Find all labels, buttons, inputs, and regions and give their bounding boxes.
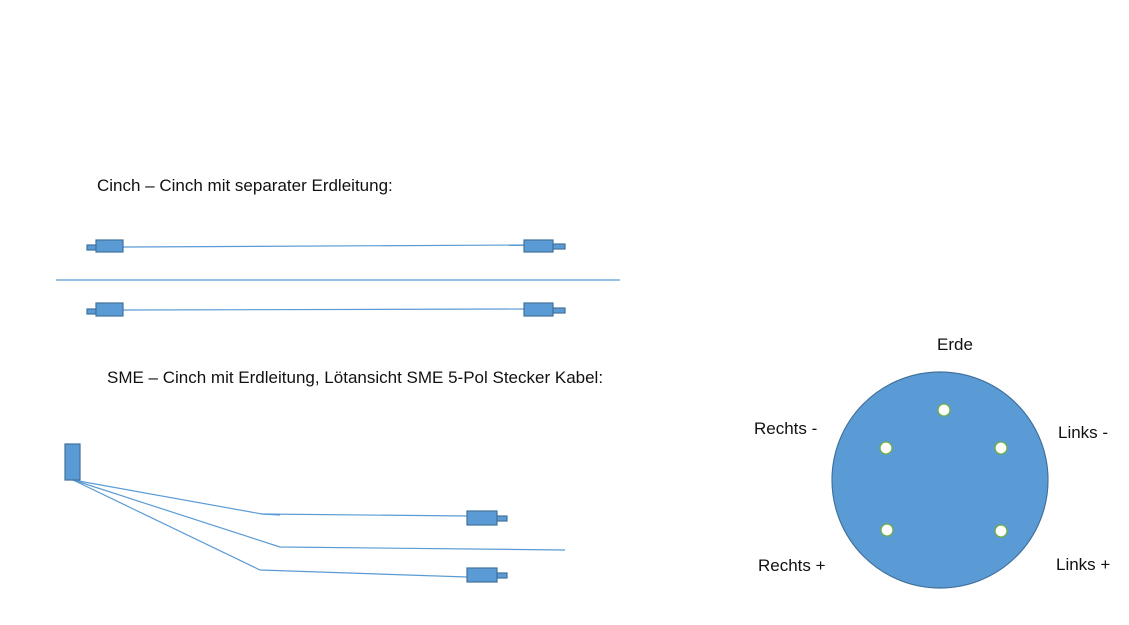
cinch-plug: [523, 302, 554, 317]
cinch-plug: [95, 302, 124, 317]
cinch-plug-tip: [496, 515, 508, 522]
cinch-plug-tip: [86, 244, 97, 251]
cinch-plug-tip: [86, 308, 97, 315]
cinch-wire-top: [122, 244, 525, 248]
pin-label-rechts-minus: Rechts -: [754, 419, 818, 438]
sme-wire-1: [72, 479, 281, 516]
cinch-plug-tip: [552, 307, 566, 314]
cinch-plug: [466, 510, 498, 526]
cinch-plug: [466, 567, 498, 583]
cinch-plug: [95, 239, 124, 253]
pin-rechts-minus: [879, 441, 893, 455]
pin-links-plus: [994, 524, 1008, 538]
cinch-plug-tip: [552, 243, 566, 250]
sme-wire-1b: [261, 513, 468, 517]
sme-connector: [64, 443, 81, 481]
cinch-section-title: Cinch – Cinch mit separater Erdleitung:: [97, 176, 393, 195]
sme-ground-wire: [72, 479, 566, 551]
sme-wire-3: [72, 479, 468, 578]
pin-label-erde: Erde: [937, 335, 973, 354]
pin-label-links-minus: Links -: [1058, 423, 1109, 442]
sme-section-title: SME – Cinch mit Erdleitung, Lötansicht S…: [107, 368, 604, 387]
sme-socket-face: [831, 371, 1049, 589]
pin-erde: [937, 403, 951, 417]
pin-label-rechts-plus: Rechts +: [758, 556, 826, 575]
pin-rechts-plus: [880, 523, 894, 537]
cinch-plug: [523, 239, 554, 253]
cinch-plug-tip: [496, 572, 508, 579]
cinch-wire-bottom: [122, 308, 525, 311]
pin-label-links-plus: Links +: [1056, 555, 1111, 574]
pin-links-minus: [994, 441, 1008, 455]
